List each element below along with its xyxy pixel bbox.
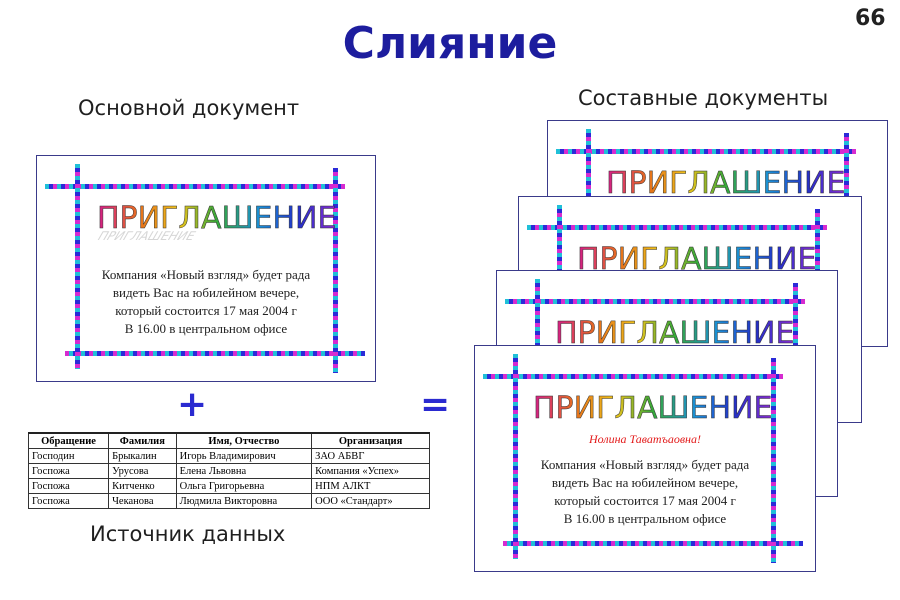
page-title: Слияние — [342, 18, 558, 69]
text-line: Компания «Новый взгляд» будет рада — [540, 457, 750, 472]
table-cell: Брыкалин — [108, 448, 177, 464]
column-header: Фамилия — [108, 432, 177, 449]
invitation-art: ПРИГЛАШЕНИЕ — [483, 354, 803, 563]
data-source-label: Источник данных — [90, 522, 286, 546]
page-number: 66 — [855, 6, 886, 31]
invitation-heading: ПРИГЛАШЕНИЕ — [97, 201, 336, 236]
recipient-name: Нолина Таватъаовна! — [589, 432, 701, 446]
table-cell: Елена Львовна — [175, 463, 313, 479]
table-cell: Господин — [27, 448, 110, 464]
text-line: видеть Вас на юбилейном вечере, — [551, 475, 739, 490]
text-line: В 16.00 в центральном офисе — [124, 321, 288, 336]
table-header-row: Обращение Фамилия Имя, Отчество Организа… — [27, 432, 430, 449]
main-document-label: Основной документ — [78, 96, 300, 120]
table-cell: Госпожа — [27, 493, 110, 509]
invitation-heading: ПРИГЛАШЕНИЕ — [606, 166, 845, 201]
invitation-text: Компания «Новый взгляд» будет рада видет… — [37, 266, 375, 338]
column-header: Имя, Отчество — [175, 432, 313, 449]
invitation-text: Компания «Новый взгляд» будет рада видет… — [475, 456, 815, 528]
table-cell: НПМ АЛКТ — [311, 478, 430, 494]
text-line: Компания «Новый взгляд» будет рада — [101, 267, 311, 282]
column-header: Организация — [311, 432, 430, 449]
equals-sign: = — [420, 384, 451, 425]
composite-documents-label: Составные документы — [578, 86, 829, 110]
table-cell: Чеканова — [108, 493, 177, 509]
text-line: В 16.00 в центральном офисе — [563, 511, 727, 526]
table-cell: Урусова — [108, 463, 177, 479]
table-cell: Госпожа — [27, 478, 110, 494]
table-cell: Людмила Викторовна — [175, 493, 313, 509]
table-cell: Игорь Владимирович — [175, 448, 313, 464]
table-row: Госпожа Китченко Ольга Григорьевна НПМ А… — [27, 478, 430, 494]
plus-sign: + — [177, 384, 208, 425]
text-line: видеть Вас на юбилейном вечере, — [112, 285, 300, 300]
table-cell: Компания «Успех» — [311, 463, 430, 479]
table-cell: Ольга Григорьевна — [175, 478, 313, 494]
main-document-card: ПРИГЛАШЕНИЕ ПРИГЛАШЕНИЕ Компания «Новый … — [36, 155, 376, 382]
heading-shadow: ПРИГЛАШЕНИЕ — [94, 230, 198, 244]
invitation-heading: ПРИГЛАШЕНИЕ — [533, 391, 772, 426]
table-cell: Китченко — [108, 478, 177, 494]
table-row: Госпожа Урусова Елена Львовна Компания «… — [27, 463, 430, 479]
table-row: Госпожа Чеканова Людмила Викторовна ООО … — [27, 493, 430, 509]
text-line: который состоится 17 мая 2004 г — [554, 493, 736, 508]
data-source-table: Обращение Фамилия Имя, Отчество Организа… — [27, 432, 430, 509]
composite-document-1: ПРИГЛАШЕНИЕ Нолина Таватъаовна! Компания… — [474, 345, 816, 572]
table-cell: ЗАО АБВГ — [311, 448, 430, 464]
table-cell: ООО «Стандарт» — [311, 493, 430, 509]
invitation-art: ПРИГЛАШЕНИЕ ПРИГЛАШЕНИЕ — [45, 164, 365, 373]
column-header: Обращение — [27, 432, 110, 449]
text-line: который состоится 17 мая 2004 г — [115, 303, 297, 318]
table-cell: Госпожа — [27, 463, 110, 479]
table-row: Господин Брыкалин Игорь Владимирович ЗАО… — [27, 448, 430, 464]
